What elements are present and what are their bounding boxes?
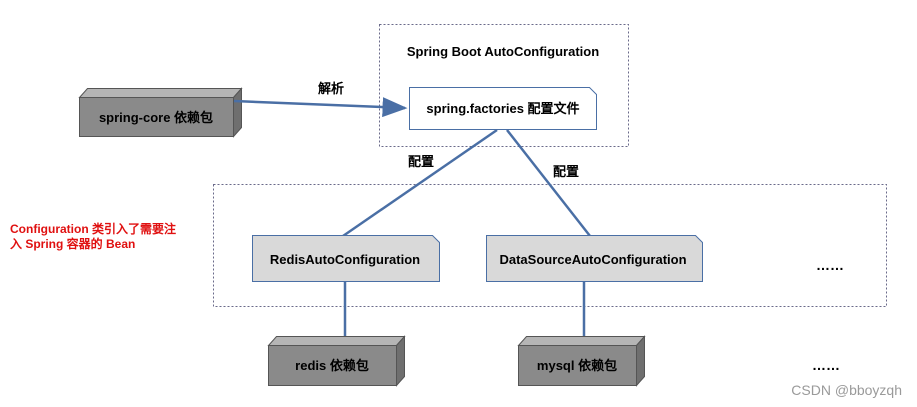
spring-core-box-top	[78, 88, 243, 98]
autoconfiguration-frame	[379, 24, 629, 147]
redis-dependency-box-top	[267, 336, 406, 346]
watermark: CSDN @bboyzqh	[791, 382, 902, 398]
autoconfiguration-title: Spring Boot AutoConfiguration	[407, 44, 599, 59]
config-label-left: 配置	[408, 154, 434, 169]
redis-dependency-label: redis 依赖包	[295, 358, 369, 373]
datasource-autoconfiguration-box	[486, 235, 703, 282]
redis-dependency-box	[268, 345, 397, 386]
parse-label: 解析	[317, 81, 344, 96]
spring-core-box-side	[233, 87, 242, 138]
mysql-dependency-box-side	[636, 335, 645, 387]
note-line-1: Configuration 类引入了需要注	[10, 221, 176, 236]
spring-core-box	[79, 97, 234, 137]
redis-autoconfiguration-box	[252, 235, 440, 282]
config-label-right: 配置	[553, 164, 579, 179]
connector-factories-to-datasource	[506, 129, 591, 237]
redis-autoconfiguration-label: RedisAutoConfiguration	[270, 252, 420, 267]
note-line-2: 入 Spring 容器的 Bean	[10, 236, 135, 251]
spring-factories-label: spring.factories 配置文件	[426, 101, 579, 116]
datasource-autoconfiguration-label: DataSourceAutoConfiguration	[499, 252, 686, 267]
redis-dependency-box-side	[396, 335, 405, 387]
mysql-dependency-label: mysql 依赖包	[537, 358, 617, 373]
ellipsis-top: ……	[816, 257, 844, 273]
connector-factories-to-redis	[342, 128, 498, 238]
mysql-dependency-box-top	[517, 336, 646, 346]
ellipsis-bottom: ……	[812, 357, 840, 373]
spring-factories-box	[409, 87, 597, 130]
mysql-dependency-box	[518, 345, 637, 386]
parse-arrow	[233, 97, 408, 118]
spring-core-label: spring-core 依赖包	[99, 110, 213, 125]
